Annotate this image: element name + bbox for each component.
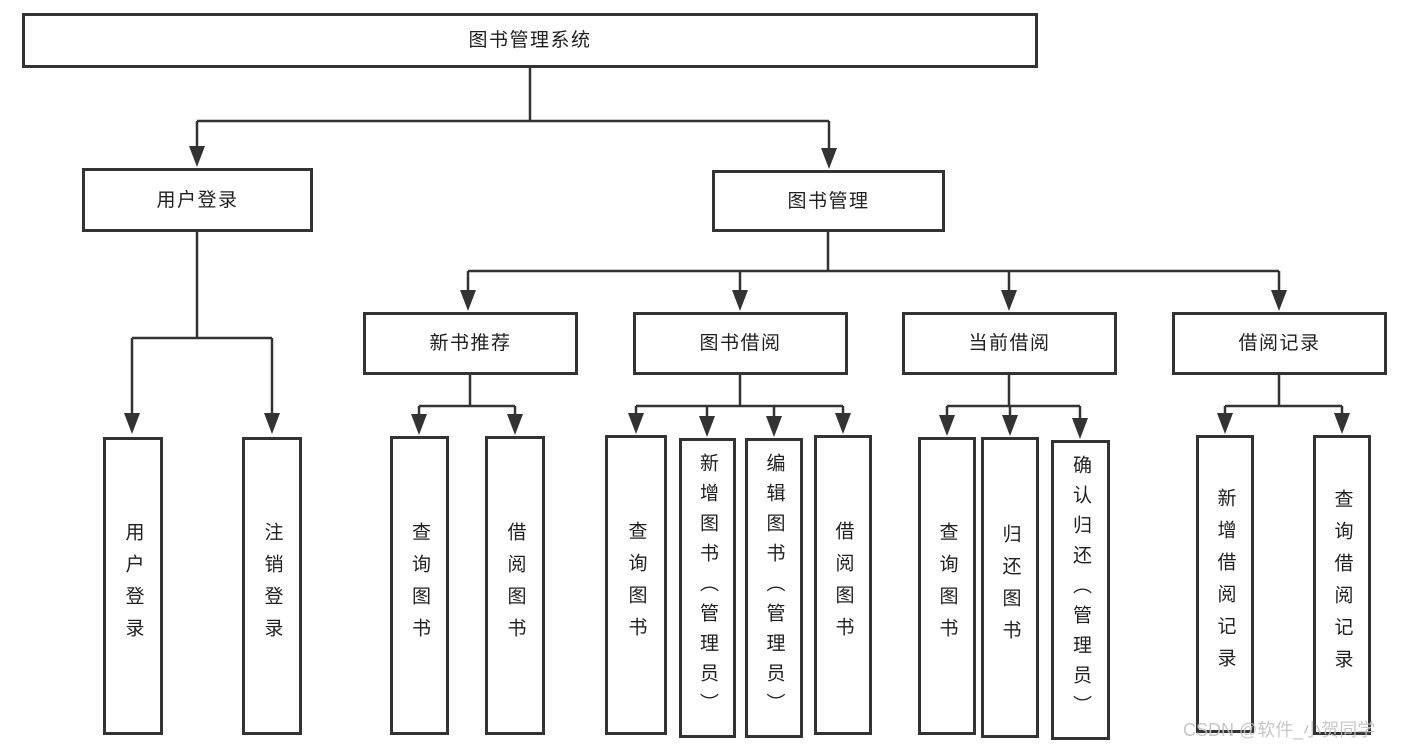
csdn-watermark: CSDN @软件_小贺同学: [1183, 720, 1376, 740]
node-br-add-record: 新增借阅记录: [1196, 435, 1254, 733]
node-cb-confirm-return: 确认归还（管理员）: [1051, 440, 1110, 740]
node-user-login: 用户登录: [82, 168, 313, 232]
node-bb-edit-books: 编辑图书（管理员）: [745, 438, 803, 738]
node-cb-query-books: 查询图书: [918, 437, 976, 735]
node-logout: 注销登录: [242, 437, 302, 735]
node-new-book-recommend: 新书推荐: [363, 312, 578, 375]
node-book-management: 图书管理: [712, 170, 945, 232]
node-book-borrowing: 图书借阅: [633, 312, 848, 375]
node-nb-borrow-books: 借阅图书: [485, 436, 545, 735]
node-bb-query-books: 查询图书: [605, 435, 667, 735]
node-cb-return-books: 归还图书: [981, 437, 1039, 738]
node-current-borrowing: 当前借阅: [902, 312, 1117, 375]
node-borrowing-records: 借阅记录: [1172, 312, 1387, 375]
node-br-query-record: 查询借阅记录: [1313, 435, 1371, 735]
node-login: 用户登录: [103, 437, 163, 735]
node-bb-add-books: 新增图书（管理员）: [679, 438, 736, 738]
node-nb-query-books: 查询图书: [390, 436, 449, 735]
node-bb-borrow-books: 借阅图书: [814, 435, 872, 735]
node-root: 图书管理系统: [22, 13, 1038, 68]
